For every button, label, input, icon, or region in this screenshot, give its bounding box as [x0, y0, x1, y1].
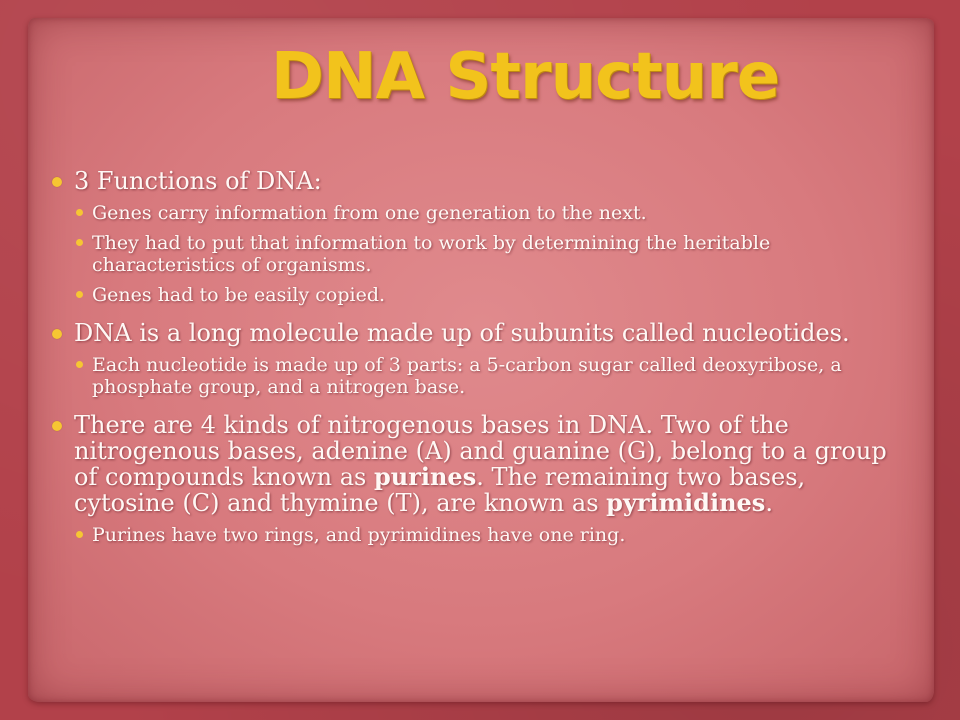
bullet-text: DNA is a long molecule made up of subuni… — [74, 319, 850, 347]
bullet-bases: There are 4 kinds of nitrogenous bases i… — [48, 412, 908, 516]
sub-bullet: Each nucleotide is made up of 3 parts: a… — [48, 354, 908, 398]
slide-title: DNA Structure — [270, 40, 780, 114]
sub-bullet-dot-icon — [76, 531, 83, 538]
sub-bullet-dot-icon — [76, 239, 83, 246]
bullet-dot-icon — [52, 329, 62, 339]
sub-bullet-text: Each nucleotide is made up of 3 parts: a… — [92, 354, 842, 398]
bullet-list: 3 Functions of DNA: Genes carry informat… — [48, 168, 908, 546]
sub-bullet-list: Genes carry information from one generat… — [48, 202, 908, 306]
bullet-dot-icon — [52, 421, 62, 431]
sub-bullet-dot-icon — [76, 361, 83, 368]
sub-list-container: Each nucleotide is made up of 3 parts: a… — [48, 354, 908, 398]
sub-bullet-list: Purines have two rings, and pyrimidines … — [48, 524, 908, 546]
bullet-nucleotides: DNA is a long molecule made up of subuni… — [48, 320, 908, 346]
bullet-functions: 3 Functions of DNA: — [48, 168, 908, 194]
bullet-text-part: . The remaining two bases, cytosine (C) … — [74, 463, 806, 517]
sub-bullet: Genes had to be easily copied. — [48, 284, 908, 306]
bullet-text-part: . — [765, 489, 773, 517]
sub-bullet-dot-icon — [76, 209, 83, 216]
sub-bullet-text: Genes carry information from one generat… — [92, 202, 647, 224]
sub-bullet-text: Purines have two rings, and pyrimidines … — [92, 524, 626, 546]
sub-list-container: Purines have two rings, and pyrimidines … — [48, 524, 908, 546]
slide-paper — [28, 18, 934, 702]
term-pyrimidines: pyrimidines — [606, 488, 766, 517]
sub-bullet-text: They had to put that information to work… — [92, 232, 771, 276]
bullet-text-part: There are 4 kinds of nitrogenous bases i… — [74, 411, 887, 491]
slide-content: 3 Functions of DNA: Genes carry informat… — [48, 168, 908, 560]
bullet-dot-icon — [52, 177, 62, 187]
sub-list-container: Genes carry information from one generat… — [48, 202, 908, 306]
sub-bullet: They had to put that information to work… — [48, 232, 908, 276]
sub-bullet-list: Each nucleotide is made up of 3 parts: a… — [48, 354, 908, 398]
sub-bullet: Genes carry information from one generat… — [48, 202, 908, 224]
sub-bullet-text: Genes had to be easily copied. — [92, 284, 386, 306]
sub-bullet-dot-icon — [76, 291, 83, 298]
bullet-text: 3 Functions of DNA: — [74, 167, 322, 195]
sub-bullet: Purines have two rings, and pyrimidines … — [48, 524, 908, 546]
term-purines: purines — [373, 462, 477, 491]
